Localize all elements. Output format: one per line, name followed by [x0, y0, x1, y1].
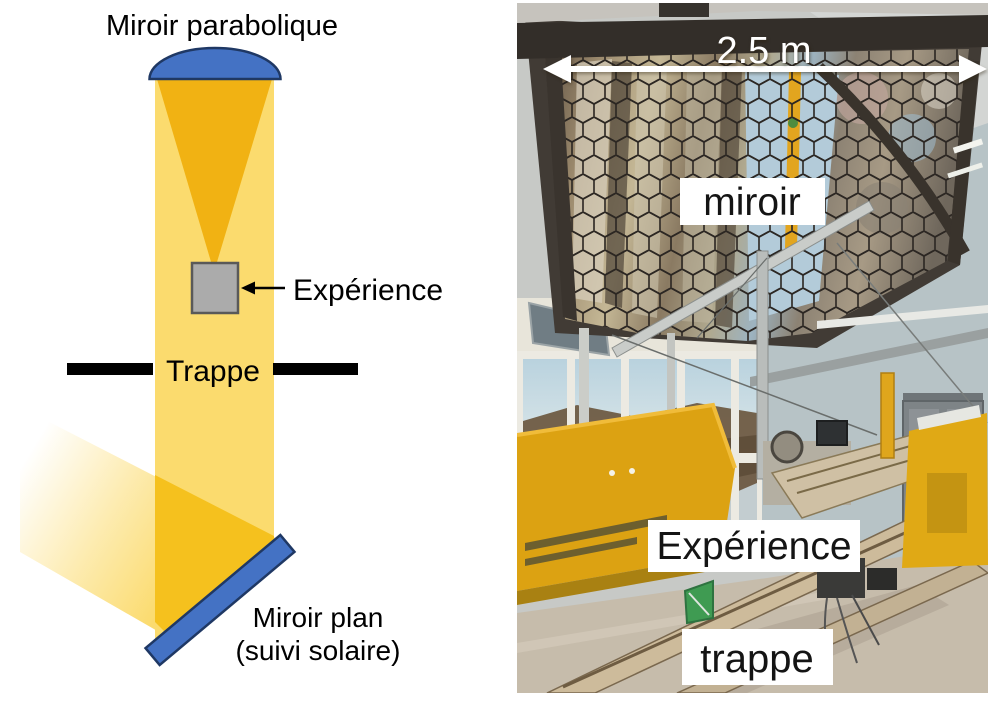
- experiment-label: Expérience: [293, 274, 443, 307]
- flat-mirror-label-line1: Miroir plan: [253, 602, 384, 633]
- gantry-bar-steep: [611, 200, 875, 358]
- hatch-label-box: trappe: [682, 629, 833, 685]
- white-pipe: [817, 305, 988, 329]
- flat-mirror-label-line2: (suivi solaire): [236, 635, 401, 666]
- dimension-annotation: [543, 55, 987, 83]
- top-wall-sliver: [517, 3, 988, 23]
- top-frame-beam: [517, 15, 988, 59]
- solar-furnace-diagram: Miroir parabolique Expérience Trappe Mir…: [20, 10, 443, 667]
- yellow-machinery: [517, 372, 988, 664]
- experiment-box: [190, 261, 240, 315]
- hatch-bar-right: [273, 363, 358, 375]
- monitor: [816, 420, 848, 446]
- photo-experiment-label: Expérience: [656, 525, 851, 568]
- parabolic-mirror-shape: [148, 46, 282, 81]
- focus-cone: [157, 79, 272, 272]
- experiment-arrow-head: [241, 281, 255, 295]
- mirror-label: miroir: [703, 181, 800, 224]
- dimension-arrowhead-left: [543, 55, 571, 83]
- hatch-bar-left: [67, 363, 153, 375]
- ceiling-bracket: [659, 3, 709, 17]
- photo-hatch-label: trappe: [700, 637, 813, 681]
- dimension-label: 2.5 m: [716, 30, 811, 72]
- yellow-cylinder: [880, 372, 895, 459]
- gantry-bar-long: [750, 328, 988, 387]
- experiment-label-box: Expérience: [648, 520, 860, 572]
- hatch-label: Trappe: [166, 355, 260, 388]
- mirror-frame-right-edge: [948, 61, 979, 265]
- beam-overlap-region: [155, 475, 274, 640]
- center-pole: [756, 250, 769, 480]
- diagram-title: Miroir parabolique: [106, 10, 338, 42]
- ceiling-lights: [947, 138, 984, 179]
- flat-mirror-shape: [143, 533, 297, 667]
- mirror-frame-left-edge: [545, 57, 577, 321]
- dimension-arrowhead-right: [959, 55, 987, 83]
- mirror-diagonal-beam: [815, 63, 970, 256]
- mirror-label-box: miroir: [680, 178, 825, 225]
- hand-wheel: [770, 430, 804, 464]
- facility-photo: 2.5 m miroir Expérience trappe: [517, 3, 988, 693]
